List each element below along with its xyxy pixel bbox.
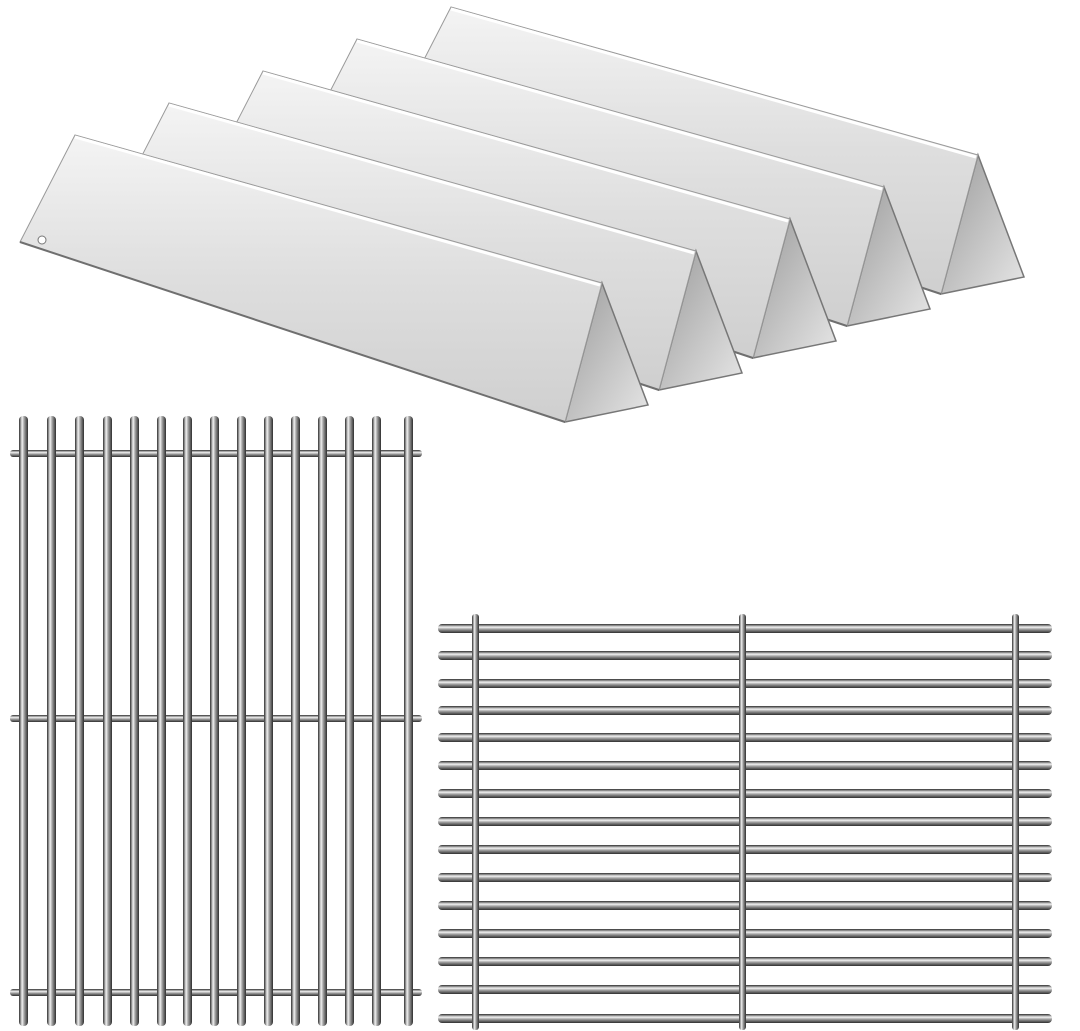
grate-rod — [404, 416, 413, 1026]
grate-cross-bar — [1012, 614, 1019, 1030]
grate-rod — [345, 416, 354, 1026]
bar-ridge-highlight — [262, 71, 789, 223]
grate-rod — [157, 416, 166, 1026]
grate-cross-bar — [472, 614, 479, 1030]
flavorizer-bar — [19, 134, 650, 423]
grate-rod — [103, 416, 112, 1026]
grate-rod — [264, 416, 273, 1026]
bar-ridge-highlight — [356, 39, 883, 191]
flavorizer-bars — [19, 6, 1026, 423]
bar-ridge-highlight — [450, 7, 977, 159]
grate-rod — [318, 416, 327, 1026]
bar-bottom-edge — [19, 241, 566, 423]
bar-ridge-highlight — [168, 103, 695, 255]
cooking-grate-left — [10, 416, 422, 1026]
bar-hole — [37, 235, 47, 245]
grate-rod — [75, 416, 84, 1026]
grate-rod — [372, 416, 381, 1026]
grate-rod — [183, 416, 192, 1026]
grate-rod — [19, 416, 28, 1026]
grate-cross-bar — [739, 614, 746, 1030]
grate-rod — [47, 416, 56, 1026]
cooking-grate-right — [438, 614, 1052, 1030]
grate-rod — [237, 416, 246, 1026]
grate-rod — [210, 416, 219, 1026]
grate-rod — [130, 416, 139, 1026]
bar-ridge-highlight — [74, 135, 601, 287]
grate-rod — [291, 416, 300, 1026]
